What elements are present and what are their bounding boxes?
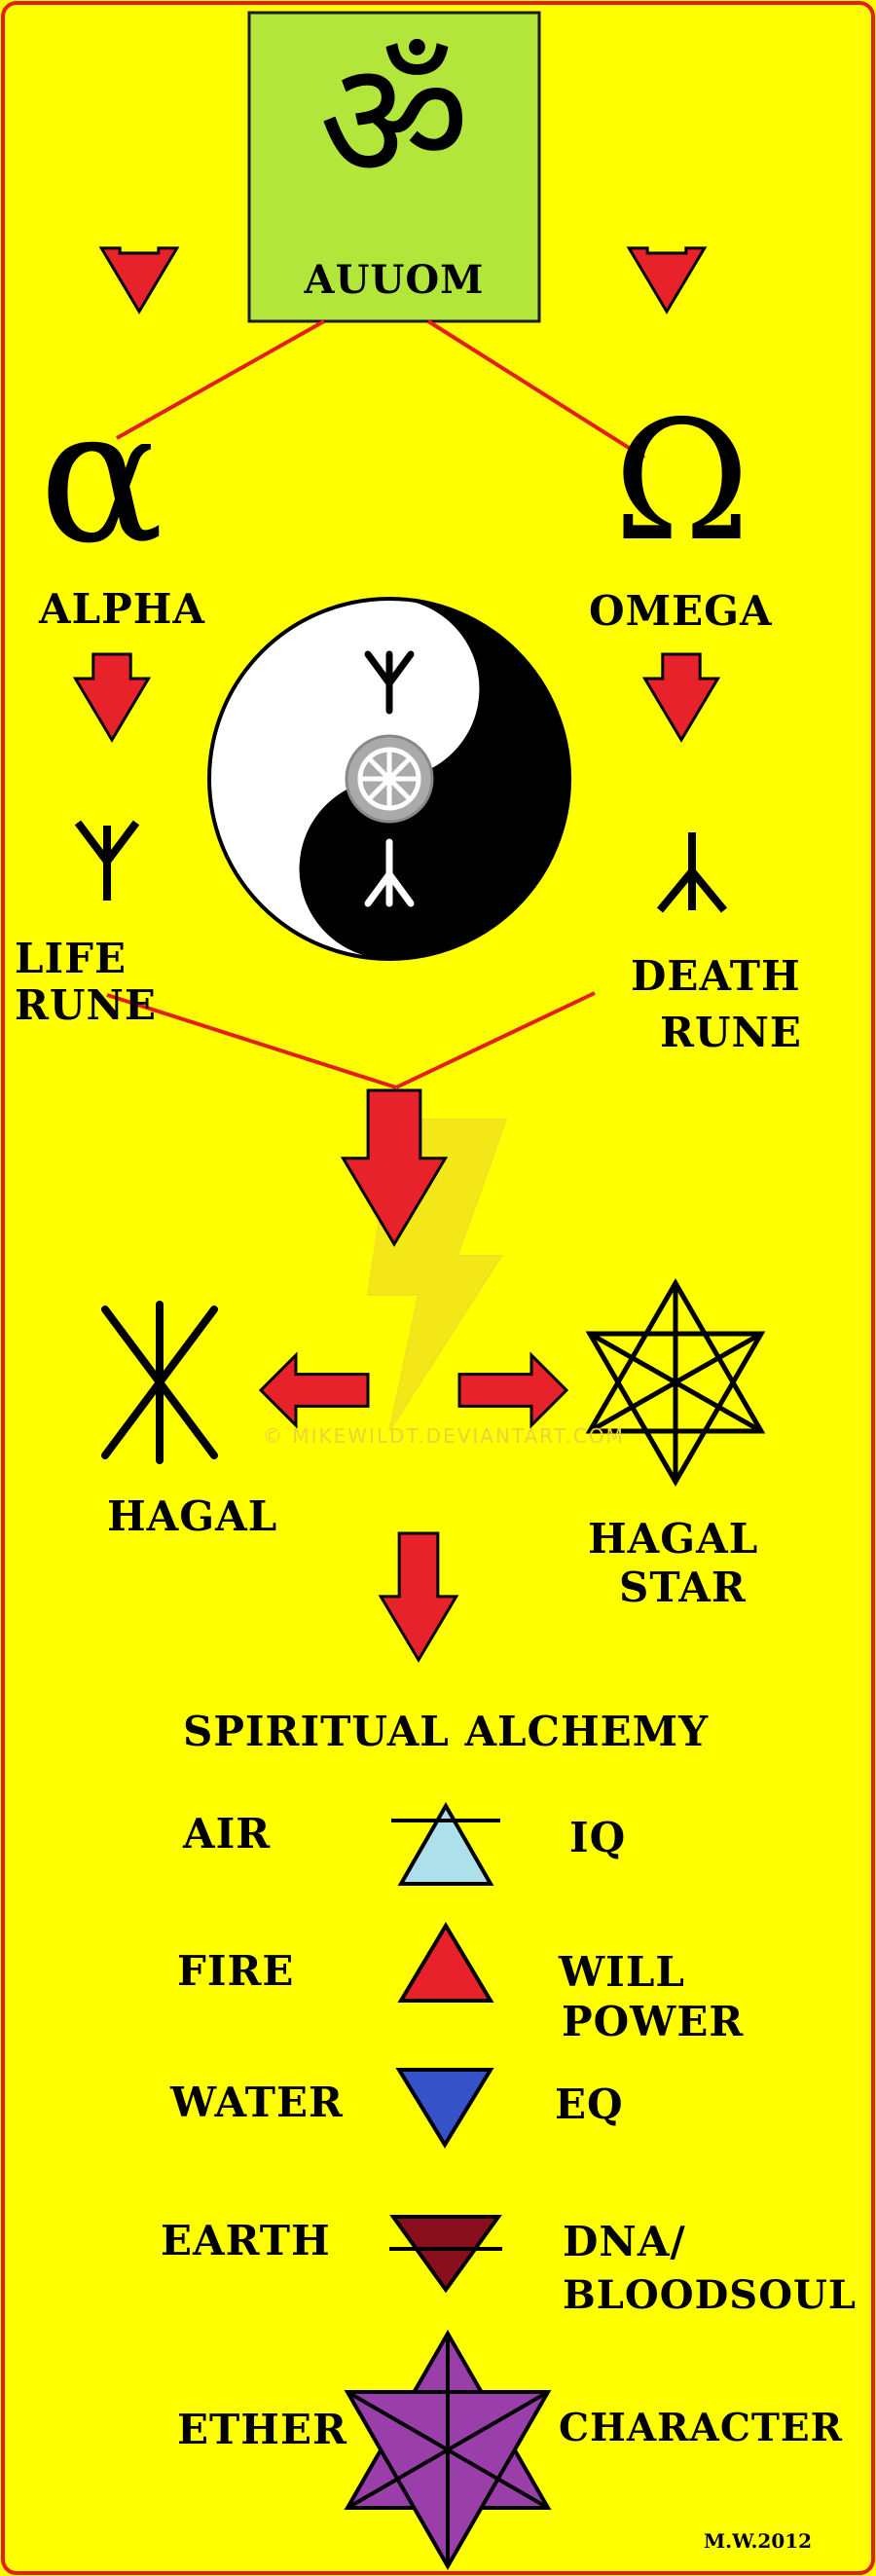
om-symbol: ॐ xyxy=(318,25,470,218)
hagal-star-label-line2: STAR xyxy=(619,1564,747,1611)
arrow-center-down xyxy=(340,1088,449,1247)
element-ether: ETHER xyxy=(177,2406,347,2453)
sun-wheel-icon xyxy=(345,734,434,824)
yin-yang-icon xyxy=(207,597,571,961)
meaning-air: IQ xyxy=(569,1814,627,1861)
life-rune-icon xyxy=(74,820,140,901)
death-rune-icon xyxy=(656,832,728,913)
meaning-water: EQ xyxy=(555,2080,624,2128)
omega-label: OMEGA xyxy=(589,587,773,635)
life-rune-label-line1: LIFE xyxy=(15,935,128,982)
alpha-symbol: α xyxy=(39,369,164,584)
signature: M.W.2012 xyxy=(704,2529,813,2553)
alpha-label: ALPHA xyxy=(39,585,205,633)
element-water: WATER xyxy=(170,2079,344,2126)
meaning-fire-line2: POWER xyxy=(562,1998,745,2045)
death-rune-label-line2: RUNE xyxy=(660,1009,802,1056)
life-rune-label-line2: RUNE xyxy=(15,981,157,1029)
meaning-earth-line2: BLOODSOUL xyxy=(563,2272,858,2318)
death-rune-label-line1: DEATH xyxy=(631,952,801,1000)
arrow-alpha-down xyxy=(72,652,152,743)
meaning-ether: CHARACTER xyxy=(559,2406,844,2450)
arrow-om-right xyxy=(626,246,708,314)
omega-symbol: Ω xyxy=(613,386,750,578)
earth-symbol-icon xyxy=(389,2215,502,2294)
arrow-left-hagal xyxy=(258,1351,370,1429)
element-fire: FIRE xyxy=(177,1947,295,1995)
hagal-star-icon xyxy=(585,1278,766,1487)
ether-symbol-icon xyxy=(344,2329,552,2571)
element-air: AIR xyxy=(183,1810,272,1858)
om-label: AUUOM xyxy=(304,257,485,303)
connector-death-down xyxy=(395,991,596,1089)
hagal-rune-icon xyxy=(101,1301,218,1464)
element-earth: EARTH xyxy=(161,2217,331,2264)
alchemy-title: SPIRITUAL ALCHEMY xyxy=(183,1708,710,1755)
hagal-star-label-line1: HAGAL xyxy=(588,1515,759,1563)
arrows xyxy=(72,246,721,1663)
arrow-om-left xyxy=(98,246,180,314)
connector-om-omega xyxy=(426,319,646,460)
arrow-omega-down xyxy=(641,652,721,743)
watermark-text: © MIKEWILDT.DEVIANTART.COM xyxy=(263,1424,625,1448)
arrow-right-star xyxy=(457,1351,569,1429)
om-box xyxy=(247,11,541,323)
connector-life-down xyxy=(106,993,397,1089)
meaning-earth-line1: DNA/ xyxy=(563,2218,686,2265)
fire-symbol-icon xyxy=(397,1922,494,2003)
connector-om-alpha xyxy=(116,319,325,440)
water-symbol-icon xyxy=(395,2068,494,2149)
arrow-to-alchemy xyxy=(378,1531,459,1663)
meaning-fire-line1: WILL xyxy=(559,1948,685,1996)
hagal-label: HAGAL xyxy=(107,1492,278,1540)
air-symbol-icon xyxy=(391,1801,500,1886)
